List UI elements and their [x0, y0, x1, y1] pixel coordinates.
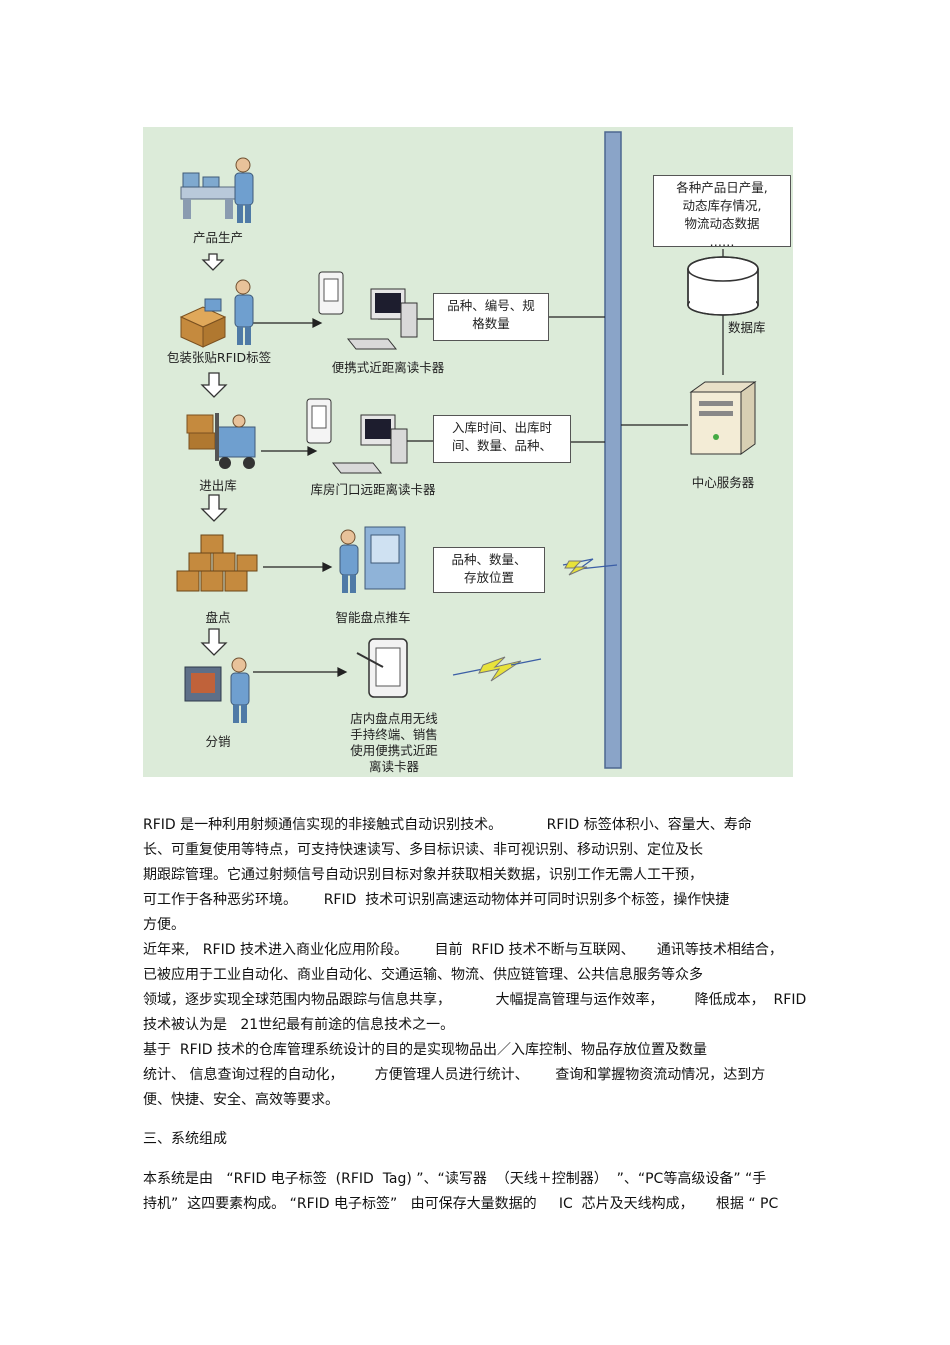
label-smart-cart: 智能盘点推车	[335, 610, 411, 625]
label-distribution: 分销	[205, 734, 231, 749]
wireless-line	[452, 668, 484, 676]
database-icon	[687, 256, 759, 316]
gate-reader-icon	[306, 398, 408, 474]
label-packaging: 包装张贴RFID标签	[166, 350, 272, 365]
network-bus	[604, 131, 622, 769]
rfid-system-diagram: 产品生产 包装张贴RFID标签 进出库 盘点 分销 便携式近距离读卡器 库房门口…	[143, 127, 793, 777]
text-line: 已被应用于工业自动化、商业自动化、交通运输、物流、供应链管理、公共信息服务等众多	[143, 967, 703, 983]
info-box-1: 品种、编号、规 格数量	[433, 293, 549, 341]
label-server: 中心服务器	[691, 475, 755, 490]
text-line: 长、可重复使用等特点，可支持快速读写、多目标识读、非可视识别、移动识别、定位及长	[143, 842, 703, 858]
text-line: 基于 RFID 技术的仓库管理系统设计的目的是实现物品出／入库控制、物品存放位置…	[143, 1042, 708, 1058]
text-line: 近年来, RFID 技术进入商业化应用阶段。 目前 RFID 技术不断与互联网、…	[143, 942, 783, 958]
label-production: 产品生产	[192, 230, 243, 245]
production-icon	[180, 157, 254, 223]
label-inout: 进出库	[199, 478, 237, 493]
smart-cart-icon	[339, 526, 406, 593]
down-arrow-icon	[201, 253, 225, 271]
down-arrow-icon	[200, 372, 228, 398]
text-line: 持机” 这四要素构成。 “RFID 电子标签” 由可保存大量数据的 IC 芯片及…	[143, 1196, 779, 1212]
text-line: 统计、 信息查询过程的自动化， 方便管理人员进行统计、 查询和掌握物资流动情况，…	[143, 1067, 766, 1083]
diagram-graphics	[176, 131, 759, 769]
info-box-2: 入库时间、出库时 间、数量、品种、	[433, 415, 571, 463]
label-portable-reader: 便携式近距离读卡器	[331, 360, 445, 375]
stacked-boxes-icon	[176, 534, 258, 592]
down-arrow-icon	[200, 494, 228, 522]
text-line: 期跟踪管理。它通过射频信号自动识别目标对象并获取相关数据，识别工作无需人工干预，	[143, 867, 703, 883]
packaging-icon	[179, 279, 254, 348]
wireless-line	[510, 658, 542, 666]
text-line: 方便。	[143, 917, 185, 933]
info-box-top: 各种产品日产量, 动态库存情况, 物流动态数据 ……	[653, 175, 791, 249]
handheld-terminal-icon	[356, 638, 408, 698]
label-database: 数据库	[728, 320, 766, 335]
section-heading: 三、系统组成	[143, 1131, 227, 1147]
server-icon	[689, 381, 757, 455]
label-inventory: 盘点	[205, 610, 231, 625]
down-arrow-icon	[200, 628, 228, 656]
info-box-3: 品种、数量、 存放位置	[433, 547, 545, 593]
text-line: RFID 是一种利用射频通信实现的非接触式自动识别技术。 RFID 标签体积小、…	[143, 817, 752, 833]
lightning-icon	[564, 560, 588, 576]
text-line: 便、快捷、安全、高效等要求。	[143, 1092, 339, 1108]
lightning-icon	[478, 656, 522, 682]
distribution-icon	[184, 657, 250, 723]
text-line: 本系统是由 “RFID 电子标签 (RFID Tag) ”、“读写器 （天线＋控…	[143, 1171, 767, 1187]
forklift-icon	[186, 413, 256, 469]
text-line: 可工作于各种恶劣环境。 RFID 技术可识别高速运动物体并可同时识别多个标签，操…	[143, 892, 730, 908]
label-handheld: 店内盘点用无线 手持终端、销售 使用便携式近距 离读卡器	[350, 711, 438, 774]
flow-arrows	[200, 253, 228, 656]
label-gate-reader: 库房门口远距离读卡器	[310, 482, 436, 497]
text-line: 领域，逐步实现全球范围内物品跟踪与信息共享， 大幅提高管理与运作效率， 降低成本…	[143, 992, 807, 1008]
portable-reader-icon	[318, 271, 418, 350]
text-line: 技术被认为是 21世纪最有前途的信息技术之一。	[143, 1017, 455, 1033]
